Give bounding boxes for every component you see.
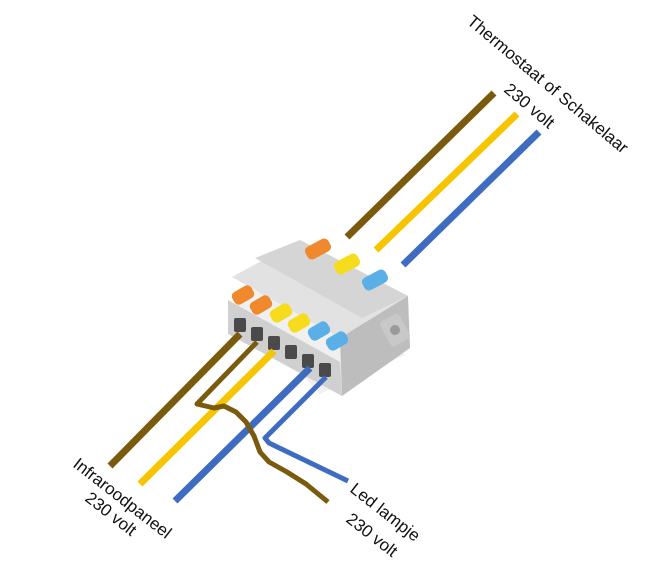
lever-orange-1 xyxy=(231,285,255,305)
connector-holes xyxy=(234,318,331,377)
thermostat-wire-brown xyxy=(344,90,497,240)
infrared-wire-yellow xyxy=(137,348,277,487)
lever-orange-2 xyxy=(249,295,273,315)
lever-blue-2 xyxy=(325,331,349,351)
lever-yellow-1 xyxy=(269,303,293,323)
led-wire-brown xyxy=(194,340,330,504)
thermostat-wires xyxy=(344,90,542,268)
infrared-wires xyxy=(107,331,313,504)
lever-blue-1 xyxy=(307,321,331,341)
back-levers xyxy=(304,238,389,291)
thermostat-wire-blue xyxy=(400,129,542,268)
infrared-wire-blue xyxy=(172,365,313,504)
front-levers xyxy=(231,285,349,351)
lever-orange-back xyxy=(304,238,332,260)
led-wire-blue xyxy=(262,375,350,484)
led-wires xyxy=(194,340,350,504)
connector-top-lower-deck xyxy=(255,240,408,318)
mounting-hole xyxy=(390,325,400,335)
lever-yellow-2 xyxy=(287,313,311,333)
thermostat-wire-yellow xyxy=(373,111,520,253)
lever-blue-back xyxy=(361,269,389,291)
infrared-wire-brown xyxy=(107,331,243,469)
thermostat-label: Thermostaat of Schakelaar xyxy=(463,12,632,158)
lever-connector-block xyxy=(228,238,410,396)
lever-yellow-back xyxy=(333,253,361,275)
